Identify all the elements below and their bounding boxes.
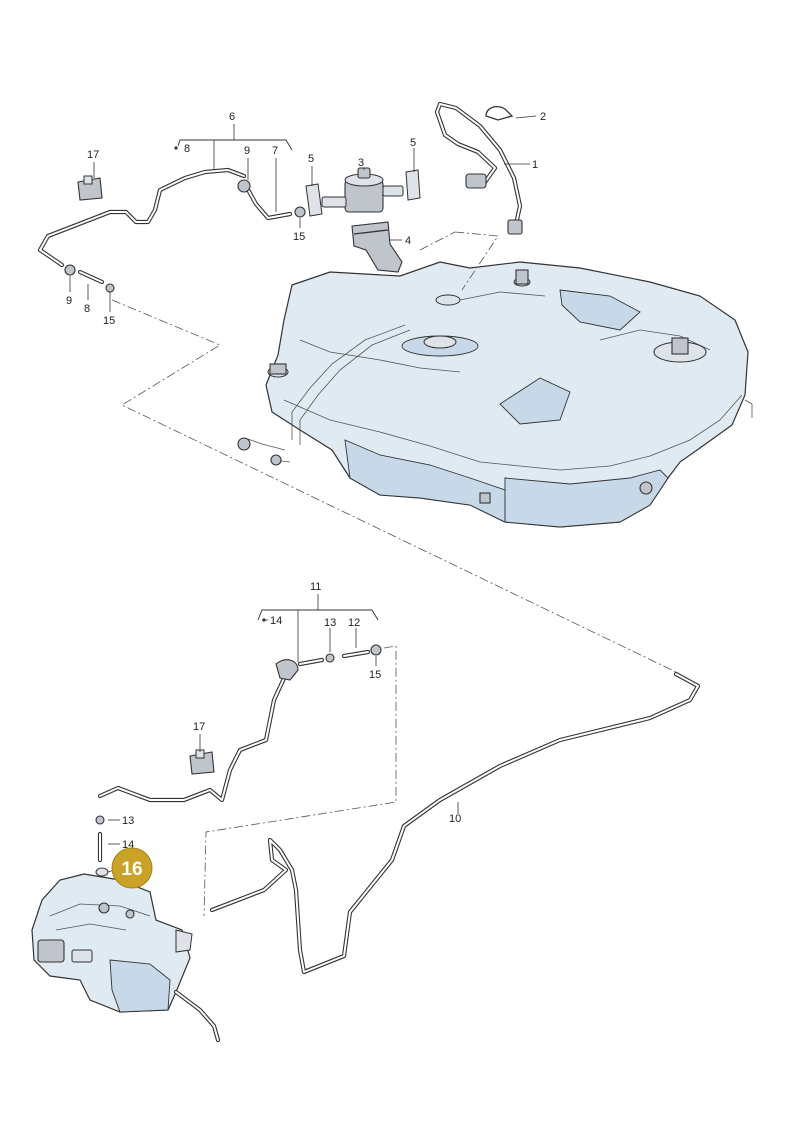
clip-part-17-top: [77, 175, 103, 201]
bracket-part-4: [351, 221, 403, 273]
label-part-7: 7: [272, 145, 278, 157]
group-bracket-6: [177, 124, 293, 170]
label-part-8-left: 8: [84, 303, 90, 315]
label-part-17-top: 17: [87, 149, 99, 161]
label-part-6: 6: [229, 111, 235, 123]
label-part-15-left: 15: [103, 315, 115, 327]
pipe-1: [434, 101, 523, 235]
label-part-9-left: 9: [66, 295, 72, 307]
label-part-5-right: 5: [410, 137, 416, 149]
clip-part-17-bottom: [189, 749, 215, 775]
fitting-parts-bottom-left: [95, 815, 109, 877]
clip-part-2: [485, 105, 514, 121]
gasket-part-5-left: [305, 183, 323, 217]
label-part-11: 11: [310, 581, 321, 593]
label-part-13-left: 13: [122, 815, 134, 827]
carbon-canister-assembly: [31, 873, 221, 1043]
fuel-tank: [237, 231, 753, 528]
part-number-labels: 2 1 3 4 5 5 6 7 8 9 15 17 9 8 15 11 14 1…: [66, 111, 546, 851]
label-part-12: 12: [348, 617, 360, 629]
label-part-15-bottom: 15: [369, 669, 381, 681]
label-part-17-bottom: 17: [193, 721, 205, 733]
label-part-14-top: 14: [270, 615, 282, 627]
label-part-2: 2: [540, 111, 546, 123]
upper-fuel-line-assembly: [37, 167, 247, 268]
connection-dash-lines: [111, 231, 677, 917]
label-part-3: 3: [358, 157, 364, 169]
label-part-5-left: 5: [308, 153, 314, 165]
fuel-pump-part-3: [321, 167, 404, 213]
label-part-4: 4: [405, 235, 411, 247]
highlight-badge-label: 16: [121, 859, 142, 880]
label-part-15-top: 15: [293, 231, 305, 243]
label-part-9-top: 9: [244, 145, 250, 157]
hose-part-7: [237, 179, 306, 221]
group-bracket-11: [257, 594, 379, 662]
lower-line-part-11: [97, 644, 382, 803]
label-part-10: 10: [449, 813, 461, 825]
label-part-8-top: 8: [184, 143, 190, 155]
fitting-parts-top-left: [64, 264, 115, 293]
gasket-part-5-right: [405, 169, 421, 201]
highlight-badge-part-16[interactable]: 16: [111, 847, 153, 889]
dot-marker: [174, 146, 178, 150]
lower-line-part-10: [209, 671, 701, 975]
label-part-1: 1: [532, 159, 538, 171]
label-part-13-top: 13: [324, 617, 336, 629]
dot-marker: [262, 618, 266, 622]
